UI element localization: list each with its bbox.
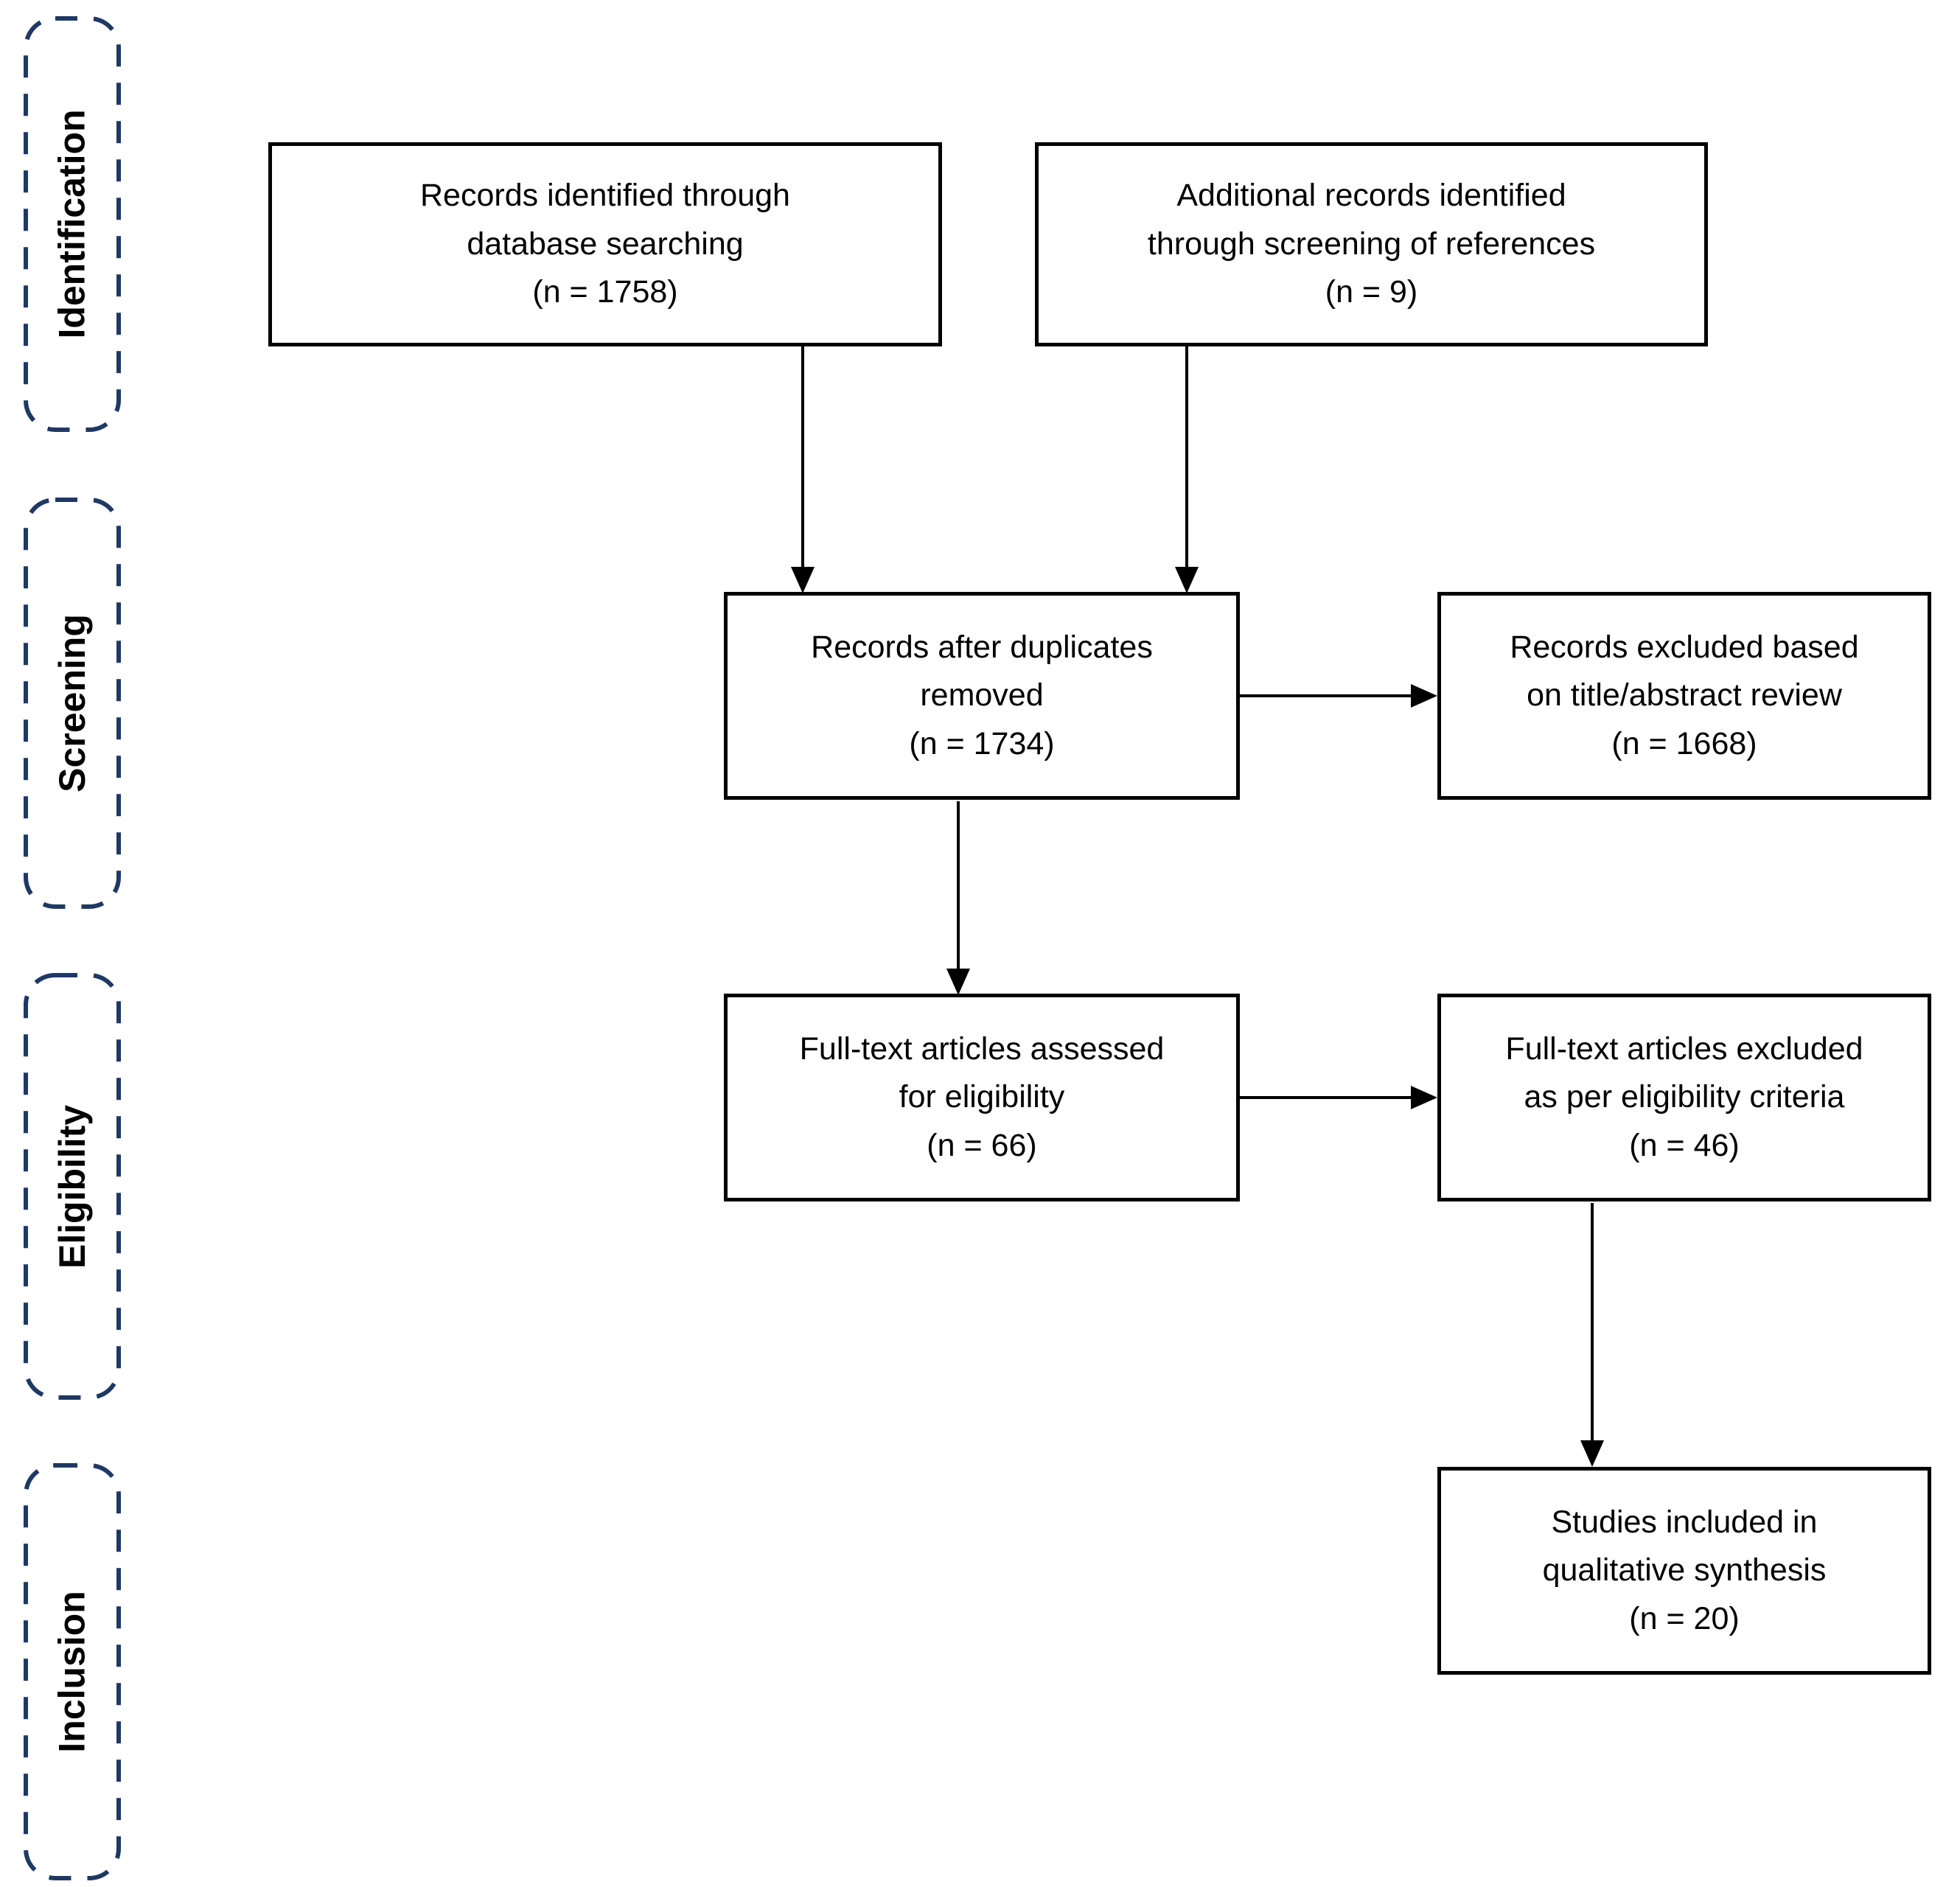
- flow-box-fulltext-assessed: Full-text articles assessed for eligibil…: [724, 994, 1240, 1201]
- arrow-fulltext-to-excluded: [1240, 1086, 1437, 1109]
- flow-box-records-excluded: Records excluded based on title/abstract…: [1437, 592, 1931, 800]
- stage-label-inclusion: Inclusion: [26, 1465, 119, 1878]
- flow-box-fulltext-excluded-text: Full-text articles excluded as per eligi…: [1505, 1030, 1863, 1163]
- flow-box-fulltext-assessed-text: Full-text articles assessed for eligibil…: [799, 1030, 1165, 1163]
- flow-box-additional-records-text: Additional records identified through sc…: [1147, 178, 1596, 310]
- flow-box-duplicates-removed: Records after duplicates removed (n = 17…: [724, 592, 1240, 800]
- stage-label-eligibility-text: Eligibility: [52, 1104, 93, 1269]
- stage-label-inclusion-text: Inclusion: [52, 1591, 93, 1753]
- stage-label-screening: Screening: [26, 500, 119, 907]
- flow-box-duplicates-removed-text: Records after duplicates removed (n = 17…: [811, 629, 1153, 761]
- arrow-duplicates-to-excluded: [1240, 684, 1437, 708]
- arrow-records-to-duplicates: [791, 346, 815, 593]
- stage-outline-inclusion: [24, 1463, 121, 1880]
- flow-box-records-excluded-text: Records excluded based on title/abstract…: [1510, 629, 1859, 761]
- arrow-duplicates-to-fulltext: [946, 801, 970, 995]
- flow-box-records-identified: Records identified through database sear…: [268, 142, 942, 346]
- flow-box-records-identified-text: Records identified through database sear…: [420, 178, 790, 310]
- arrow-additional-to-duplicates: [1175, 346, 1199, 593]
- stage-label-screening-text: Screening: [52, 614, 93, 792]
- flow-box-studies-included-text: Studies included in qualitative synthesi…: [1542, 1504, 1827, 1636]
- stage-label-identification: Identification: [26, 18, 119, 430]
- stage-outline-identification: [24, 16, 121, 432]
- stage-outline-screening: [24, 498, 121, 909]
- flow-box-studies-included: Studies included in qualitative synthesi…: [1437, 1467, 1931, 1675]
- flow-box-fulltext-excluded: Full-text articles excluded as per eligi…: [1437, 994, 1931, 1201]
- stage-label-identification-text: Identification: [52, 109, 94, 339]
- arrow-excluded-to-included: [1580, 1203, 1604, 1467]
- stage-outline-eligibility: [24, 973, 121, 1400]
- flow-box-additional-records: Additional records identified through sc…: [1035, 142, 1708, 346]
- stage-label-eligibility: Eligibility: [26, 975, 119, 1398]
